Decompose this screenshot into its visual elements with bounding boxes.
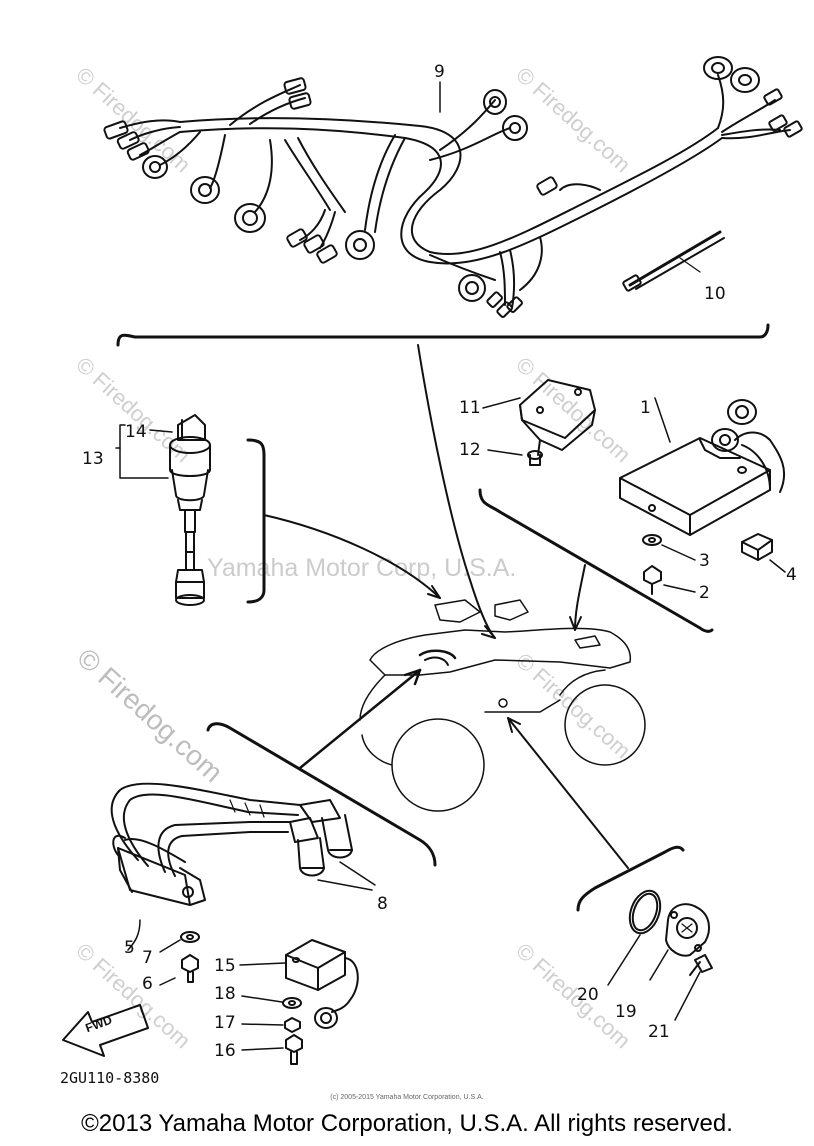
- vehicle-outline: [359, 599, 646, 812]
- forward-arrow: [62, 1004, 149, 1057]
- washer-18: [241, 995, 302, 1009]
- nut-17: [241, 1017, 301, 1033]
- washer-7: [159, 931, 200, 953]
- cdi-unit: [619, 397, 786, 536]
- component-15: [239, 939, 359, 1029]
- callout-9: 9: [434, 62, 445, 82]
- screw-21: [674, 954, 713, 1021]
- diagram-part-code: 2GU110-8380: [60, 1069, 160, 1087]
- watermark-center-text: Yamaha Motor Corp, U.S.A.: [207, 554, 517, 582]
- screw-12: [487, 449, 543, 466]
- callout-21: 21: [648, 1022, 670, 1042]
- callout-18: 18: [214, 984, 236, 1004]
- callout-20: 20: [577, 985, 599, 1005]
- small-copyright: (c) 2005-2015 Yamaha Motor Corporation, …: [330, 1094, 484, 1101]
- wire-harness: [103, 56, 803, 318]
- footer-copyright: ©2013 Yamaha Motor Corporation, U.S.A. A…: [81, 1110, 733, 1137]
- callout-12: 12: [459, 440, 481, 460]
- callout-11: 11: [459, 398, 481, 418]
- cable-band: [622, 230, 725, 292]
- callout-4: 4: [786, 565, 797, 585]
- callout-5: 5: [124, 938, 135, 958]
- callout-17: 17: [214, 1013, 236, 1033]
- callout-14: 14: [125, 422, 147, 442]
- callout-10: 10: [704, 284, 726, 304]
- callout-6: 6: [142, 974, 153, 994]
- callout-1: 1: [640, 398, 651, 418]
- callout-7: 7: [142, 948, 153, 968]
- callout-16: 16: [214, 1041, 236, 1061]
- neutral-switch-19: [649, 903, 711, 981]
- main-switch: [115, 414, 211, 606]
- callout-19: 19: [615, 1002, 637, 1022]
- bolt-6: [159, 954, 199, 986]
- callout-8: 8: [377, 894, 388, 914]
- callout-15: 15: [214, 956, 236, 976]
- rectifier: [482, 379, 596, 456]
- o-ring-20: [607, 889, 662, 986]
- bolt-16: [241, 1034, 303, 1065]
- washer-3: [642, 534, 696, 561]
- coupler-4: [741, 533, 786, 573]
- callout-13: 13: [82, 449, 104, 469]
- ignition-coil: [110, 782, 376, 951]
- callout-3: 3: [699, 551, 710, 571]
- bolt-2: [643, 565, 696, 595]
- callout-2: 2: [699, 583, 710, 603]
